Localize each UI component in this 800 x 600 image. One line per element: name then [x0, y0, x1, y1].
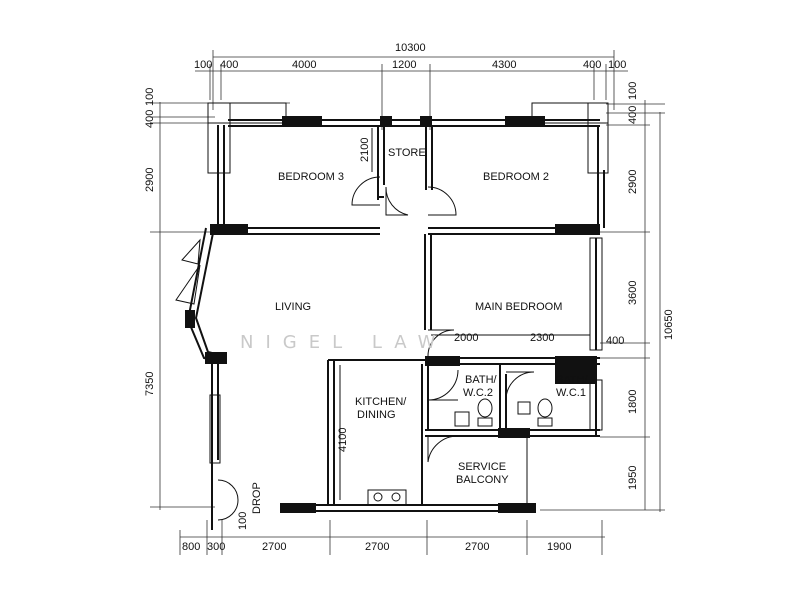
dim-left-100: 100: [144, 88, 156, 106]
room-labels: BEDROOM 3 STORE BEDROOM 2 LIVING MAIN BE…: [237, 147, 589, 530]
dim-right-3600: 3600: [627, 281, 639, 305]
label-bedroom-3: BEDROOM 3: [278, 171, 344, 183]
label-kitchen-line1: KITCHEN/: [355, 396, 407, 408]
right-dimensions: 100 400 2900 3600 400 1800 1950 10650: [540, 82, 675, 512]
dim-inner-2300: 2300: [530, 332, 554, 344]
watermark: NIGEL LAW: [240, 332, 447, 353]
dim-right-100: 100: [627, 82, 639, 100]
dim-bottom-1900: 1900: [547, 541, 571, 553]
dim-left-400: 400: [144, 110, 156, 128]
label-store: STORE: [388, 147, 426, 159]
dim-right-1800: 1800: [627, 390, 639, 414]
walls: [185, 102, 609, 530]
left-dimensions: 100 400 2900 7350: [144, 88, 290, 510]
label-bath2-line2: W.C.2: [463, 387, 493, 399]
label-service-line2: BALCONY: [456, 474, 509, 486]
dim-top-100-left: 100: [194, 59, 212, 71]
dim-top-100-right: 100: [608, 59, 626, 71]
dim-right-2900: 2900: [627, 170, 639, 194]
dim-top-1200: 1200: [392, 59, 416, 71]
dim-left-7350: 7350: [144, 372, 156, 396]
dim-top-4300: 4300: [492, 59, 516, 71]
label-kitchen-line2: DINING: [357, 409, 396, 421]
dim-top-400-right: 400: [583, 59, 601, 71]
dim-bottom-2700-b: 2700: [365, 541, 389, 553]
dim-left-2900: 2900: [144, 168, 156, 192]
dim-top-400-left: 400: [220, 59, 238, 71]
dim-right-10650: 10650: [663, 309, 675, 340]
label-drop-100: 100: [237, 512, 249, 530]
dim-right-1950: 1950: [627, 466, 639, 490]
label-bedroom-2: BEDROOM 2: [483, 171, 549, 183]
doors: [175, 176, 535, 521]
dim-inner-2000: 2000: [454, 332, 478, 344]
label-drop: DROP: [251, 482, 263, 514]
inner-dimensions: 2100 2000 2300 4100: [337, 128, 590, 500]
label-bath1-line1: BATH/: [556, 374, 589, 386]
fixtures: [367, 398, 553, 506]
dim-inner-2100: 2100: [359, 138, 371, 162]
bottom-dimensions: 800 300 2700 2700 2700 1900: [179, 520, 605, 555]
top-dimensions: 10300 100 400 4000 1200 4300 400 100: [194, 42, 628, 130]
label-main-bedroom: MAIN BEDROOM: [475, 301, 562, 313]
dim-bottom-800: 800: [182, 541, 200, 553]
label-living: LIVING: [275, 301, 311, 313]
label-service-line1: SERVICE: [458, 461, 506, 473]
dim-bottom-2700-a: 2700: [262, 541, 286, 553]
dim-bottom-300: 300: [207, 541, 225, 553]
dim-right-400-mid: 400: [606, 335, 624, 347]
dim-right-400-top: 400: [627, 106, 639, 124]
dim-inner-4100: 4100: [337, 428, 349, 452]
label-bath1-line2: W.C.1: [556, 387, 586, 399]
dim-bottom-2700-c: 2700: [465, 541, 489, 553]
dim-top-total: 10300: [395, 42, 426, 54]
label-bath2-line1: BATH/: [465, 374, 498, 386]
dim-top-4000: 4000: [292, 59, 316, 71]
